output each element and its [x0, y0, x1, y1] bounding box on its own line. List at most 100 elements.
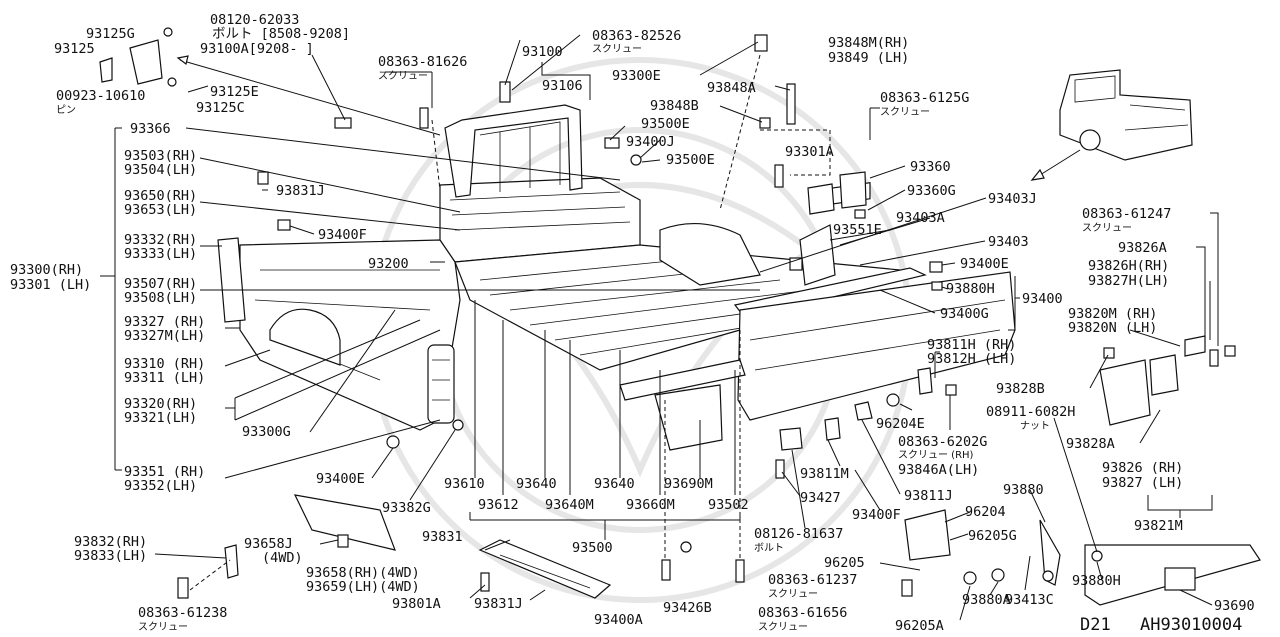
truck-bed-assembly — [217, 104, 1016, 451]
label-08363-61247: 08363-61247 — [1082, 206, 1171, 222]
label-93400g: 93400G — [940, 306, 989, 322]
footer-code: AH93010004 — [1140, 615, 1242, 635]
label-93125g: 93125G — [86, 26, 135, 42]
label-93382g: 93382G — [382, 500, 431, 516]
label-93640m: 93640M — [545, 497, 594, 513]
label-93352: 93352(LH) — [124, 478, 197, 494]
label-93320: 93320(RH) — [124, 396, 197, 412]
label-93828a: 93828A — [1066, 436, 1115, 452]
label-08363-61656: 08363-61656 — [758, 605, 847, 621]
label-93880h-right: 93880H — [946, 281, 995, 297]
label-93508: 93508(LH) — [124, 290, 197, 306]
label-93653: 93653(LH) — [124, 202, 197, 218]
label-93366: 93366 — [130, 121, 171, 137]
label-93820m: 93820M (RH) — [1068, 306, 1157, 322]
label-93826a-top: 93826A — [1118, 240, 1167, 256]
label-08363-61238: 08363-61238 — [138, 605, 227, 621]
label-93650: 93650(RH) — [124, 188, 197, 204]
label-93880a: 93880A — [962, 592, 1011, 608]
label-93811m: 93811M — [800, 466, 849, 482]
tailgate-hardware — [779, 335, 1236, 586]
label-93812h: 93812H (LH) — [927, 351, 1016, 367]
label-08363-61237: 08363-61237 — [768, 572, 857, 588]
label-93333: 93333(LH) — [124, 246, 197, 262]
label-08363-81626: 08363-81626 — [378, 54, 467, 70]
label-93400j: 93400J — [626, 134, 675, 150]
footer-model: D21 — [1080, 615, 1111, 635]
label-93301a: 93301A — [785, 144, 834, 160]
label-93827: 93827 (LH) — [1102, 475, 1183, 491]
label-08363-6125g: 08363-6125G — [880, 90, 969, 106]
label-bolt: ボルト — [754, 542, 784, 554]
label-93833: 93833(LH) — [74, 548, 147, 564]
label-93880: 93880 — [1003, 482, 1044, 498]
label-bolt-range: ボルト [8508-9208] — [212, 26, 350, 42]
label-screw-61237: スクリュー — [768, 588, 818, 600]
label-93848b: 93848B — [650, 98, 699, 114]
label-93849: 93849 (LH) — [828, 50, 909, 66]
label-93311: 93311 (LH) — [124, 370, 205, 386]
label-08120-62033: 08120-62033 — [210, 12, 299, 28]
label-93400e-left: 93400E — [316, 471, 365, 487]
label-93426b: 93426B — [663, 600, 712, 616]
truck-thumbnail — [1030, 69, 1193, 181]
label-93360: 93360 — [910, 159, 951, 175]
label-93659: 93659(LH)(4WD) — [306, 579, 420, 595]
label-93880h-bottom: 93880H — [1072, 573, 1121, 589]
label-93551e: 93551E — [833, 222, 882, 238]
label-93504: 93504(LH) — [124, 162, 197, 178]
label-93848m: 93848M(RH) — [828, 35, 909, 51]
label-screw-82526: スクリュー — [592, 43, 642, 55]
label-93427: 93427 — [800, 490, 841, 506]
label-00923-10610: 00923-10610 — [56, 88, 145, 104]
lower-left-parts — [177, 494, 1261, 606]
label-96205a: 96205A — [895, 618, 944, 634]
label-93846a: 93846A(LH) — [898, 462, 979, 478]
label-96205g: 96205G — [968, 528, 1017, 544]
label-93831: 93831 — [422, 529, 463, 545]
label-93500e-mid: 93500E — [666, 152, 715, 168]
label-93848a: 93848A — [707, 80, 756, 96]
label-93658j: 93658J — [244, 536, 293, 552]
label-93403a: 93403A — [896, 210, 945, 226]
label-96204e: 96204E — [876, 416, 925, 432]
label-93500e-top: 93500E — [641, 116, 690, 132]
label-nut: ナット — [1020, 420, 1050, 432]
label-screw-rh: スクリュー (RH) — [898, 449, 974, 461]
label-93640-a: 93640 — [516, 476, 557, 492]
label-93690: 93690 — [1214, 598, 1255, 614]
label-93820n: 93820N (LH) — [1068, 320, 1157, 336]
label-93327: 93327 (RH) — [124, 314, 205, 330]
label-93640-b: 93640 — [594, 476, 635, 492]
label-93811j: 93811J — [904, 488, 953, 504]
label-93403j: 93403J — [988, 191, 1037, 207]
front-bracket-assembly — [99, 27, 441, 136]
label-93413c: 93413C — [1005, 592, 1054, 608]
label-96204: 96204 — [965, 504, 1006, 520]
label-08126-81637: 08126-81637 — [754, 526, 843, 542]
part-labels: 93125G 08120-62033 ボルト [8508-9208] 93125… — [10, 12, 1255, 635]
label-93811h: 93811H (RH) — [927, 337, 1016, 353]
label-screw-6125g: スクリュー — [880, 106, 930, 118]
label-93502: 93502 — [708, 497, 749, 513]
label-93400a: 93400A — [594, 612, 643, 628]
label-93610: 93610 — [444, 476, 485, 492]
label-93300e: 93300E — [612, 68, 661, 84]
label-93327m: 93327M(LH) — [124, 328, 205, 344]
label-08363-82526: 08363-82526 — [592, 28, 681, 44]
label-93310: 93310 (RH) — [124, 356, 205, 372]
label-93658: 93658(RH)(4WD) — [306, 565, 420, 581]
label-screw-61656: スクリュー — [758, 621, 808, 633]
label-93612: 93612 — [478, 497, 519, 513]
label-screw-61247: スクリュー — [1082, 222, 1132, 234]
label-08363-6202g: 08363-6202G — [898, 434, 987, 450]
label-93500: 93500 — [572, 540, 613, 556]
label-93106: 93106 — [542, 78, 583, 94]
label-93660m: 93660M — [626, 497, 675, 513]
label-93831j-top: 93831J — [276, 183, 325, 199]
label-93200: 93200 — [368, 256, 409, 272]
label-screw-61238: スクリュー — [138, 621, 188, 633]
label-pin: ピン — [56, 104, 76, 116]
label-93125e: 93125E — [210, 84, 259, 100]
label-93332: 93332(RH) — [124, 232, 197, 248]
